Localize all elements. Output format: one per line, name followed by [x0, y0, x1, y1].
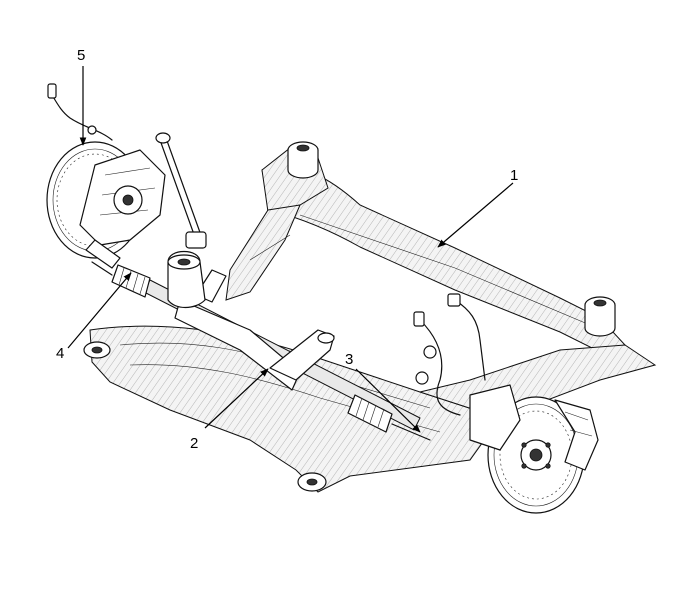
callout-4: 4 [56, 272, 132, 362]
callout-2-label: 2 [190, 435, 198, 452]
callout-5-label: 5 [77, 47, 85, 64]
callout-1-label: 1 [510, 167, 518, 184]
callout-3: 3 [345, 351, 421, 433]
subframe-mount-rear-right [584, 296, 616, 337]
steering-gear-box [91, 261, 431, 441]
front-knuckle-brake-right [413, 293, 599, 514]
callout-4-label: 4 [56, 345, 64, 362]
lower-control-arm-right [269, 329, 335, 381]
subframe-mount-rear-left [287, 141, 319, 179]
callout-5: 5 [77, 47, 87, 146]
stabilizer-link-left [155, 132, 207, 309]
subframe-mount-front-right [297, 472, 327, 492]
subframe-crossmember [89, 147, 657, 493]
subframe-mount-front-left [83, 341, 111, 359]
callout-2: 2 [190, 368, 269, 452]
callout-1: 1 [437, 167, 518, 248]
callout-3-label: 3 [345, 351, 353, 368]
front-knuckle-brake-left [46, 83, 166, 269]
